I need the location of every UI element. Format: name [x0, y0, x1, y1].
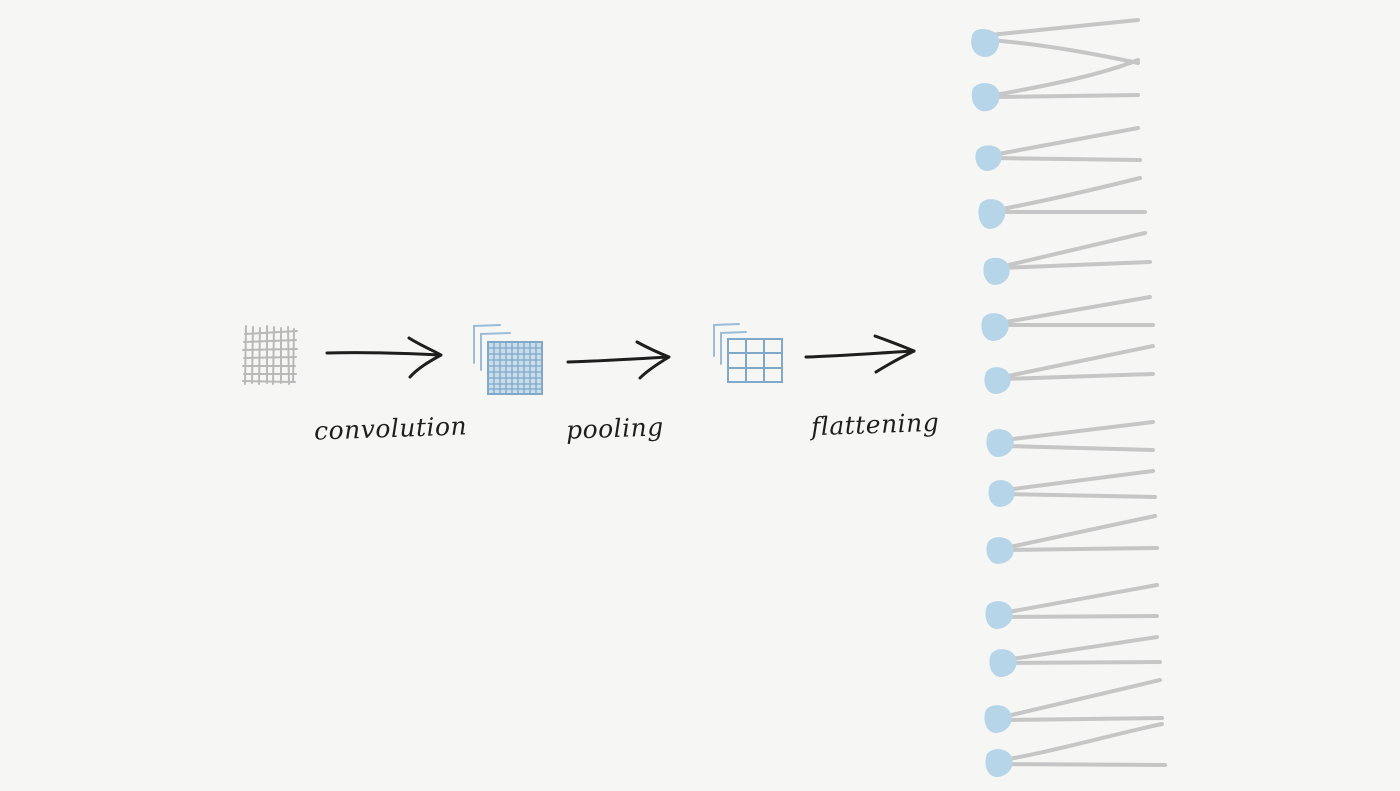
neuron-node-icon — [988, 480, 1015, 507]
arrow-right-icon — [566, 340, 671, 380]
neuron-node-icon — [975, 145, 1002, 171]
neuron-node-icon — [971, 83, 1000, 112]
neuron-node-icon — [971, 29, 1000, 57]
arrow-right-icon — [325, 336, 443, 379]
label-convolution: convolution — [313, 411, 468, 446]
arrow-right-icon — [804, 334, 916, 374]
neuron-node-icon — [985, 601, 1013, 629]
neuron-node-icon — [978, 199, 1006, 229]
neuron-node-icon — [986, 429, 1014, 457]
neuron-node-icon — [981, 313, 1009, 341]
neuron-node-icon — [984, 367, 1011, 394]
neuron-node-icon — [989, 649, 1017, 677]
flattened-nodes — [971, 29, 1017, 777]
flattened-connectors — [988, 18, 1167, 767]
label-flattening: flattening — [810, 407, 940, 442]
input-image-grid-icon — [242, 325, 298, 385]
neuron-node-icon — [983, 257, 1010, 285]
pooled-maps-icon — [713, 323, 783, 383]
neuron-node-icon — [984, 705, 1012, 733]
neuron-node-icon — [986, 537, 1014, 564]
feature-maps-icon — [473, 324, 543, 395]
neuron-node-icon — [985, 749, 1013, 777]
label-pooling: pooling — [565, 412, 665, 445]
